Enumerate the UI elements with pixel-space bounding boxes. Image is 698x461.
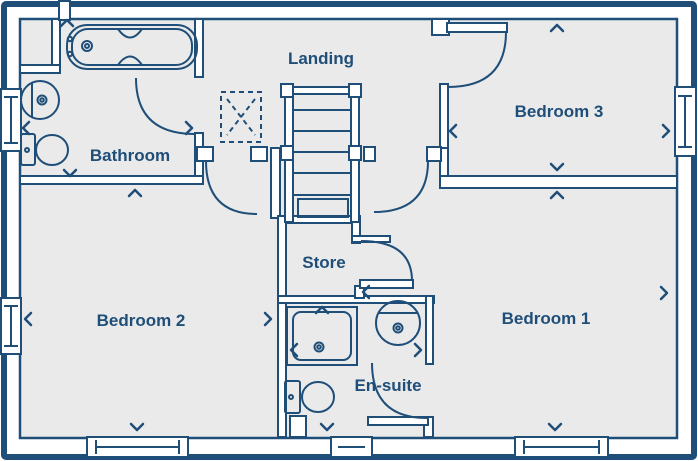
store-door-arc [360,240,413,282]
window-right [674,86,697,157]
bathroom-door-arc [135,77,196,135]
bedroom3-door-arc [447,31,507,88]
loft-hatch-icon [220,91,262,143]
window-left-upper [0,88,22,152]
bedroom2-door-arc [205,160,258,215]
bedroom1-door-arc [373,160,429,213]
window-top-small [58,0,71,21]
bathtub-icon [66,24,198,70]
ensuite-label: En-suite [354,376,421,395]
store-label: Store [302,253,345,272]
landing-label: Landing [288,49,354,68]
ensuite-door-arc [371,362,428,419]
window-bottom-bedroom2 [86,436,189,458]
floor-area [18,17,679,440]
bedroom2-label: Bedroom 2 [97,311,186,330]
bathroom-basin-icon [20,80,60,120]
ensuite-basin-icon [375,300,421,346]
doors [135,22,508,419]
window-bottom-ensuite [330,436,373,458]
bedroom1-label: Bedroom 1 [502,309,591,328]
store-door-panel [359,279,414,289]
dimension-arrows [21,18,671,432]
bathroom-label: Bathroom [90,146,170,165]
ensuite-toilet-icon [284,380,335,414]
window-left-lower [0,297,22,355]
bedroom3-label: Bedroom 3 [515,102,604,121]
bedroom3-door-panel [446,22,508,33]
staircase [280,83,362,223]
window-bottom-bedroom1 [514,436,609,458]
